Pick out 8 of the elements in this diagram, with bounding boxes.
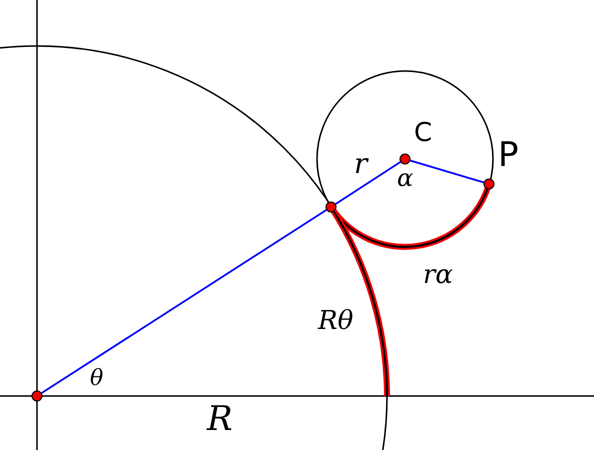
math-label: θ — [90, 368, 104, 390]
point-label: P — [498, 138, 519, 172]
point-label: C — [414, 120, 432, 146]
math-label: α — [397, 166, 414, 190]
math-label: Rθ — [318, 308, 354, 334]
math-label: r — [354, 150, 368, 178]
math-label: rα — [423, 262, 453, 288]
math-label: R — [207, 402, 233, 436]
